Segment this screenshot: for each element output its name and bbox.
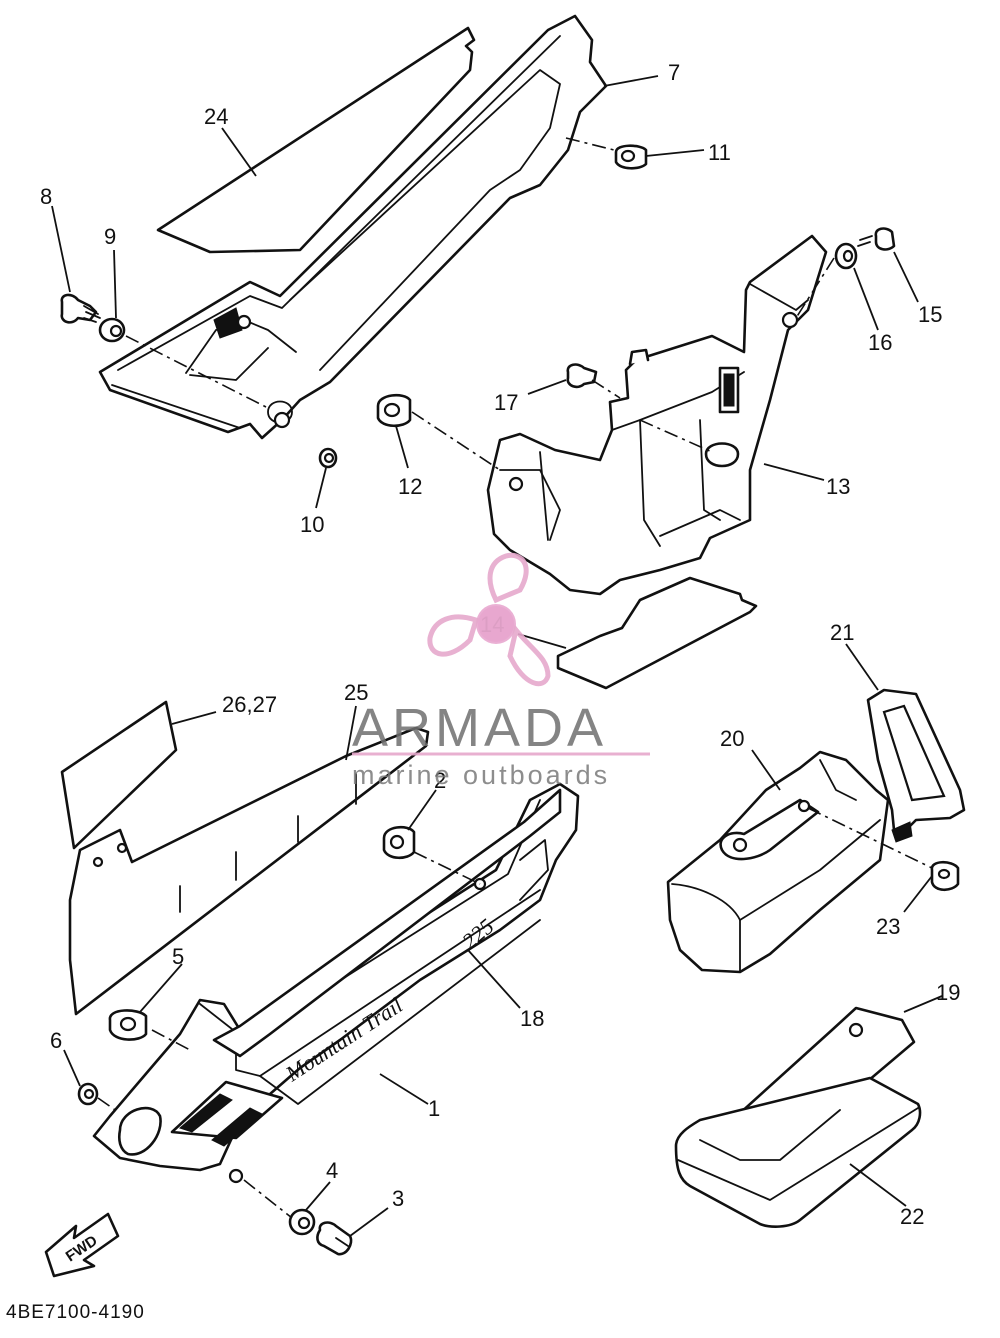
- callout-26-27: 26,27: [222, 692, 277, 717]
- callout-2: 2: [434, 768, 446, 793]
- grommet-12: [376, 393, 412, 428]
- handle-21: [866, 688, 966, 843]
- washer-10: [318, 447, 338, 469]
- callout-1: 1: [428, 1096, 440, 1121]
- side-cover-7: [98, 14, 608, 440]
- panel-24: [156, 26, 476, 254]
- callout-11: 11: [708, 140, 731, 165]
- callout-4: 4: [326, 1158, 338, 1183]
- bolt-23: [930, 860, 960, 892]
- callout-22: 22: [900, 1204, 924, 1229]
- callout-19: 19: [936, 980, 960, 1005]
- grommet-11: [614, 144, 648, 170]
- seat-base-22: [674, 1076, 922, 1228]
- callout-12: 12: [398, 474, 422, 499]
- grommet-5: [108, 1009, 148, 1041]
- callout-5: 5: [172, 944, 184, 969]
- callout-17: 17: [494, 390, 518, 415]
- fwd-arrow: FWD: [44, 1212, 120, 1278]
- callout-10: 10: [300, 512, 324, 537]
- callout-16: 16: [868, 330, 892, 355]
- propeller-icon: [427, 552, 551, 687]
- callout-7: 7: [668, 60, 680, 85]
- callout-20: 20: [720, 726, 744, 751]
- callout-15: 15: [918, 302, 942, 327]
- callout-9: 9: [104, 224, 116, 249]
- bolt-17: [566, 363, 598, 389]
- sheet-25: [68, 726, 430, 1016]
- leader-lines: [51, 75, 943, 1237]
- sheet-14: [556, 576, 758, 690]
- grommet-2: [382, 825, 416, 860]
- collar-9: [98, 317, 126, 343]
- collar-16: [834, 242, 858, 270]
- callout-6: 6: [50, 1028, 62, 1053]
- callout-18: 18: [520, 1006, 544, 1031]
- callout-21: 21: [830, 620, 854, 645]
- callout-24: 24: [204, 104, 228, 129]
- bolt-3: [316, 1221, 353, 1256]
- diagram-code: 4BE7100-4190: [6, 1302, 145, 1323]
- washer-6: [77, 1082, 99, 1106]
- watermark-brand: ARMADA: [352, 698, 607, 758]
- watermark-tagline: marine outboards: [352, 760, 610, 790]
- callout-13: 13: [826, 474, 850, 499]
- tool-case-20: [666, 750, 890, 974]
- callout-23: 23: [876, 914, 900, 939]
- collar-4: [288, 1208, 316, 1236]
- bolt-15: [857, 227, 896, 251]
- battery-box-13: [486, 234, 828, 596]
- callout-3: 3: [392, 1186, 404, 1211]
- armada-watermark: ARMADA marine outboards: [352, 552, 650, 790]
- assembly-lines: [97, 137, 933, 1219]
- callout-25: 25: [344, 680, 368, 705]
- callout-8: 8: [40, 184, 52, 209]
- sheet-26-27: [60, 700, 178, 850]
- bolt-8: [60, 293, 101, 324]
